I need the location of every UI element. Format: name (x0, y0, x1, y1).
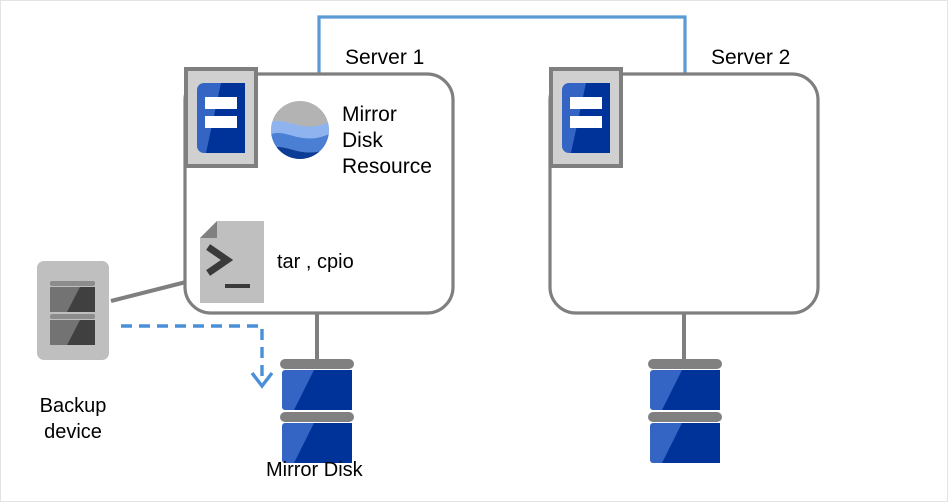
backup-device-slot-bottom-shade (67, 320, 95, 345)
mirror-disk-resource-label-line1: Mirror (342, 103, 397, 126)
disk1-platter-bottom-shade (294, 423, 352, 463)
backup-flow-arrowhead (250, 371, 274, 389)
globe-band-2 (271, 131, 329, 153)
backup-device-icon[interactable] (37, 261, 109, 360)
disk1-platter-top-shade (294, 370, 352, 410)
script-page (200, 221, 264, 303)
server2-label: Server 2 (711, 46, 791, 69)
server-icon (549, 67, 623, 168)
backup-device-label-line2: device (44, 421, 102, 443)
backup-device-bar-bottom (50, 314, 95, 319)
disk-stack-icon[interactable] (280, 359, 354, 463)
globe-band-3 (271, 145, 329, 159)
server1-label: Server 1 (345, 46, 425, 69)
server-icon-slot-bottom (205, 116, 237, 128)
backup-device-label-line1: Backup (39, 395, 107, 417)
backup-command-label: tar , cpio (277, 251, 354, 273)
server-icon-slot-top (570, 97, 602, 109)
interconnect-connector (317, 15, 687, 75)
backup-flow-line (121, 324, 264, 376)
mirror-disk-resource-label-line2: Disk (342, 129, 383, 152)
mirror-disk-label: Mirror Disk (266, 459, 363, 481)
script-prompt-chevron (206, 244, 234, 276)
disk2-platter-bottom-shade (662, 423, 720, 463)
terminal-script-icon (200, 221, 264, 303)
interconnect-line (317, 15, 687, 75)
server-icon-slot-bottom (570, 116, 602, 128)
disk-stack-icon[interactable] (648, 359, 722, 463)
server-icon-slot-top (205, 97, 237, 109)
disk2-bar-top (648, 359, 722, 369)
server-icon (184, 67, 258, 168)
disk2-bar-bottom (648, 412, 722, 422)
script-fold (200, 221, 217, 238)
disk2-platter-top-shade (662, 370, 720, 410)
backup-device-bar-top (50, 281, 95, 286)
backup-device-connector (110, 280, 187, 303)
disk1-bar-bottom (280, 412, 354, 422)
backup-device-slot-top-shade (67, 287, 95, 312)
globe-icon (271, 101, 329, 159)
mirror-disk-resource-label-line3: Resource (342, 155, 432, 178)
backup-flow-arrow (121, 324, 274, 389)
disk1-bar-top (280, 359, 354, 369)
